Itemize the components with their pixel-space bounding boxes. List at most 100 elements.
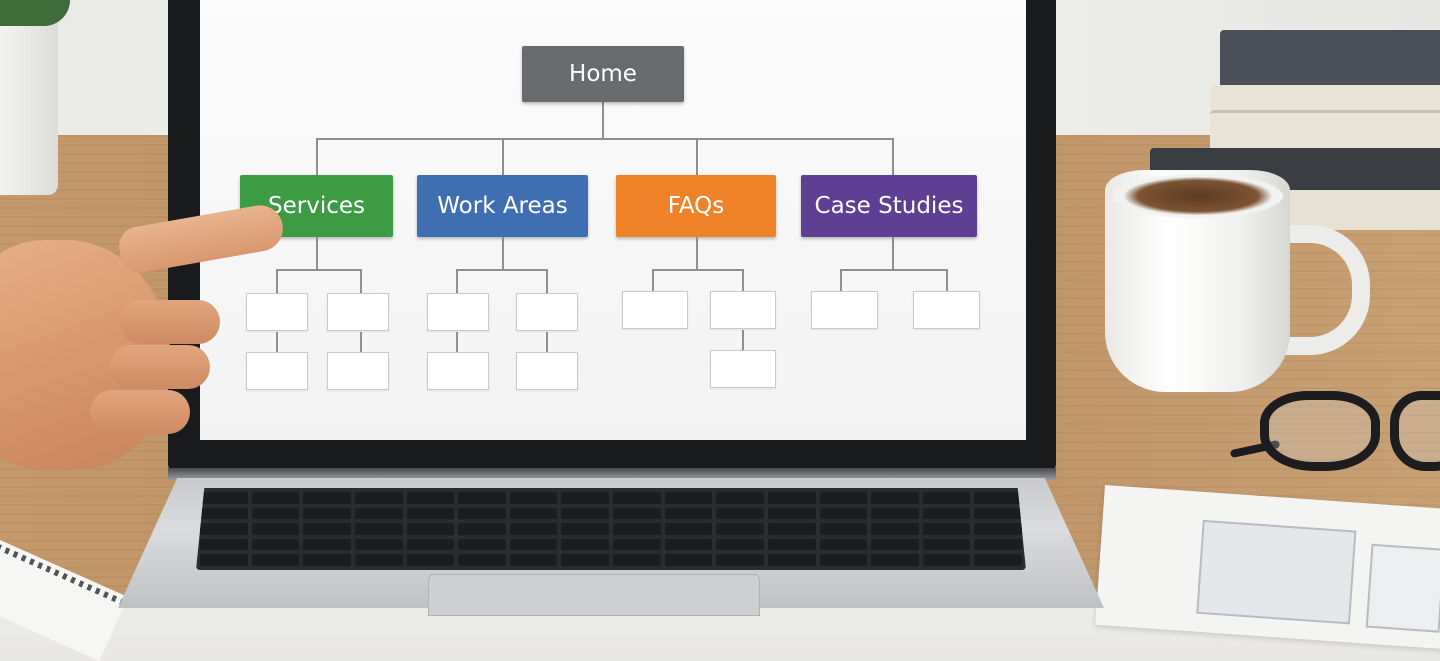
- child-page[interactable]: [811, 291, 878, 329]
- keyboard-key[interactable]: [613, 507, 661, 520]
- keyboard-key[interactable]: [200, 523, 248, 535]
- keyboard-key[interactable]: [561, 523, 609, 535]
- keyboard-key[interactable]: [767, 523, 816, 535]
- keyboard-key[interactable]: [922, 507, 971, 520]
- keyboard-key[interactable]: [974, 538, 1022, 551]
- keyboard-key[interactable]: [406, 507, 455, 520]
- keyboard-key[interactable]: [664, 507, 713, 520]
- keyboard-key[interactable]: [509, 554, 558, 566]
- keyboard-key[interactable]: [303, 507, 351, 520]
- node-faqs[interactable]: FAQs: [616, 175, 776, 237]
- child-page[interactable]: [246, 352, 308, 390]
- keyboard-key[interactable]: [303, 554, 351, 566]
- keyboard-key[interactable]: [458, 538, 506, 551]
- keyboard-key[interactable]: [458, 507, 506, 520]
- keyboard-key[interactable]: [613, 554, 661, 566]
- keyboard-key[interactable]: [406, 554, 455, 566]
- child-page[interactable]: [622, 291, 688, 329]
- child-page[interactable]: [246, 293, 308, 331]
- keyboard-key[interactable]: [509, 538, 558, 551]
- keyboard-key[interactable]: [458, 492, 506, 504]
- keyboard-key[interactable]: [819, 492, 868, 504]
- laptop-trackpad[interactable]: [428, 574, 760, 616]
- keyboard-key[interactable]: [871, 507, 919, 520]
- keyboard-key[interactable]: [406, 492, 455, 504]
- keyboard-key[interactable]: [716, 523, 764, 535]
- keyboard-key[interactable]: [303, 538, 351, 551]
- keyboard-key[interactable]: [561, 507, 609, 520]
- keyboard-key[interactable]: [974, 507, 1022, 520]
- keyboard-key[interactable]: [200, 538, 248, 551]
- laptop-keyboard[interactable]: [196, 488, 1026, 570]
- keyboard-key[interactable]: [561, 538, 609, 551]
- keyboard-key[interactable]: [922, 554, 971, 566]
- keyboard-key[interactable]: [354, 523, 403, 535]
- keyboard-key[interactable]: [200, 554, 248, 566]
- node-work-areas[interactable]: Work Areas: [417, 175, 588, 237]
- keyboard-key[interactable]: [664, 492, 713, 504]
- keyboard-key[interactable]: [716, 554, 764, 566]
- keyboard-key[interactable]: [303, 523, 351, 535]
- keyboard-key[interactable]: [458, 554, 506, 566]
- keyboard-key[interactable]: [200, 507, 248, 520]
- keyboard-key[interactable]: [819, 538, 868, 551]
- child-page[interactable]: [327, 352, 389, 390]
- keyboard-key[interactable]: [922, 538, 971, 551]
- keyboard-key[interactable]: [251, 554, 300, 566]
- keyboard-key[interactable]: [922, 492, 971, 504]
- keyboard-key[interactable]: [613, 538, 661, 551]
- keyboard-key[interactable]: [509, 523, 558, 535]
- keyboard-key[interactable]: [354, 554, 403, 566]
- keyboard-key[interactable]: [664, 538, 713, 551]
- keyboard-key[interactable]: [200, 492, 248, 504]
- keyboard-key[interactable]: [922, 523, 971, 535]
- keyboard-key[interactable]: [303, 492, 351, 504]
- keyboard-key[interactable]: [716, 492, 764, 504]
- child-page[interactable]: [710, 350, 776, 388]
- keyboard-key[interactable]: [974, 523, 1022, 535]
- keyboard-key[interactable]: [871, 554, 919, 566]
- keyboard-key[interactable]: [819, 554, 868, 566]
- keyboard-key[interactable]: [871, 538, 919, 551]
- keyboard-key[interactable]: [251, 507, 300, 520]
- keyboard-key[interactable]: [871, 492, 919, 504]
- keyboard-key[interactable]: [406, 523, 455, 535]
- child-page[interactable]: [427, 293, 489, 331]
- child-page[interactable]: [516, 293, 578, 331]
- keyboard-key[interactable]: [767, 492, 816, 504]
- keyboard-key[interactable]: [974, 492, 1022, 504]
- keyboard-key[interactable]: [871, 523, 919, 535]
- keyboard-key[interactable]: [561, 554, 609, 566]
- keyboard-key[interactable]: [354, 507, 403, 520]
- keyboard-key[interactable]: [767, 554, 816, 566]
- keyboard-key[interactable]: [716, 538, 764, 551]
- child-page[interactable]: [913, 291, 980, 329]
- keyboard-key[interactable]: [509, 507, 558, 520]
- child-page[interactable]: [516, 352, 578, 390]
- keyboard-key[interactable]: [767, 507, 816, 520]
- child-page[interactable]: [710, 291, 776, 329]
- keyboard-key[interactable]: [251, 538, 300, 551]
- node-home[interactable]: Home: [522, 46, 684, 102]
- keyboard-key[interactable]: [716, 507, 764, 520]
- keyboard-key[interactable]: [251, 523, 300, 535]
- keyboard-key[interactable]: [664, 554, 713, 566]
- keyboard-key[interactable]: [974, 554, 1022, 566]
- keyboard-key[interactable]: [664, 523, 713, 535]
- keyboard-key[interactable]: [767, 538, 816, 551]
- keyboard-key[interactable]: [509, 492, 558, 504]
- keyboard-key[interactable]: [354, 538, 403, 551]
- connector-bus: [316, 138, 894, 140]
- keyboard-key[interactable]: [251, 492, 300, 504]
- keyboard-key[interactable]: [406, 538, 455, 551]
- keyboard-key[interactable]: [561, 492, 609, 504]
- node-case-studies[interactable]: Case Studies: [801, 175, 977, 237]
- keyboard-key[interactable]: [819, 523, 868, 535]
- child-page[interactable]: [327, 293, 389, 331]
- keyboard-key[interactable]: [458, 523, 506, 535]
- keyboard-key[interactable]: [819, 507, 868, 520]
- keyboard-key[interactable]: [613, 492, 661, 504]
- child-page[interactable]: [427, 352, 489, 390]
- keyboard-key[interactable]: [613, 523, 661, 535]
- keyboard-key[interactable]: [354, 492, 403, 504]
